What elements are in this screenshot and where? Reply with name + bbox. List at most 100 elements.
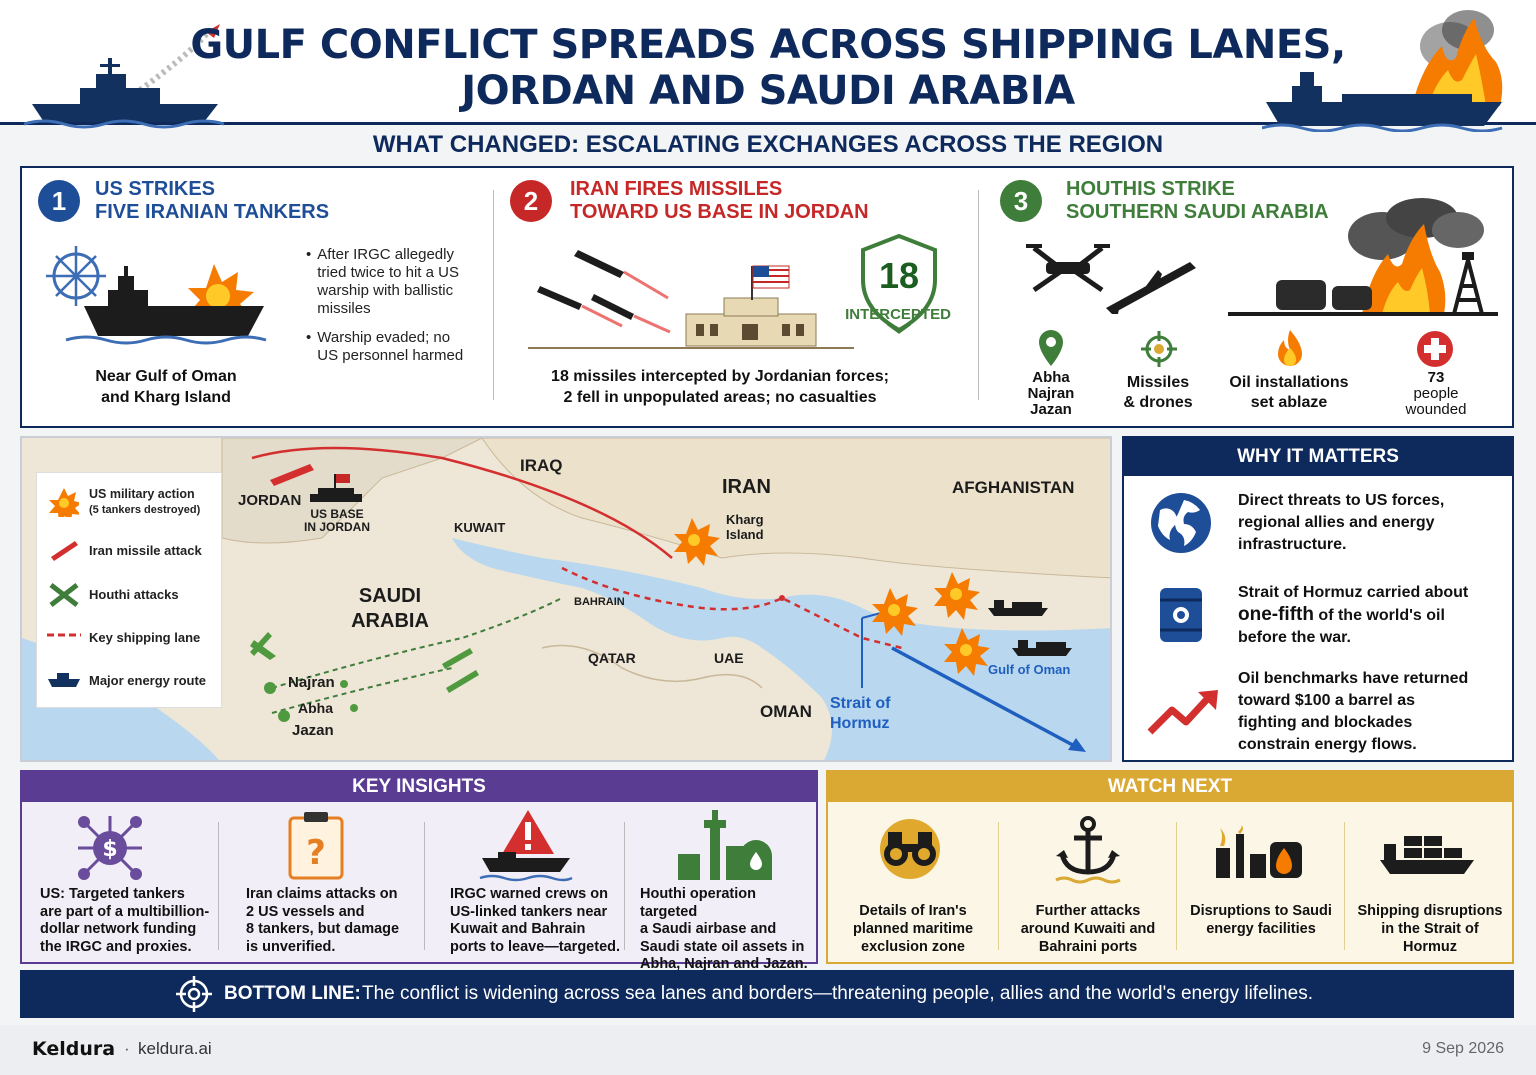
why-item-text: Oil benchmarks have returned toward $100… xyxy=(1238,668,1468,756)
legend-label: Major energy route xyxy=(89,673,207,688)
drone-missile-icon xyxy=(1026,244,1196,314)
globe-icon xyxy=(1151,493,1211,553)
question-clipboard-icon: ? xyxy=(288,812,344,880)
footer-date: 9 Sep 2026 xyxy=(1422,1040,1504,1057)
bullet-list: • After IRGC allegedly tried twice to hit… xyxy=(306,246,466,365)
insight-text: US: Targeted tankers are part of a multi… xyxy=(40,886,209,956)
label-uae: UAE xyxy=(714,650,744,666)
watch-line: Details of Iran's xyxy=(859,903,967,919)
stat-wounded: 73 people wounded xyxy=(1394,370,1478,418)
insights-header: KEY INSIGHTS xyxy=(22,772,816,802)
section-title-line: HOUTHIS STRIKE xyxy=(1066,178,1235,200)
why-line: Strait of Hormuz carried about xyxy=(1238,584,1469,601)
insight-line: are part of a multibillion- xyxy=(40,903,210,920)
footer: Keldura · keldura.ai 9 Sep 2026 xyxy=(0,1025,1536,1075)
insight-line: dollar network funding xyxy=(40,921,197,937)
oil-facility-icon xyxy=(678,810,772,880)
why-line: fighting and blockades xyxy=(1238,714,1413,731)
section-number: 3 xyxy=(1000,180,1042,222)
stat-line: people xyxy=(1413,385,1459,402)
burning-tanker-icon xyxy=(1262,10,1503,132)
ship-icon xyxy=(48,673,80,687)
insight-divider xyxy=(424,822,425,950)
bullet-text: After IRGC allegedly tried twice to hit … xyxy=(317,246,459,317)
bullet-dot: • xyxy=(306,329,312,346)
insight-line: ports to leave—targeted. xyxy=(450,938,621,955)
insight-line: US: Targeted tankers xyxy=(40,886,185,902)
why-line: one-fifth of the world's oil xyxy=(1238,604,1468,627)
legend-label: US military action xyxy=(89,487,195,501)
section-divider xyxy=(978,190,979,400)
watch-line: Bahraini ports xyxy=(1038,939,1138,955)
watch-next-panel: WATCH NEXT Details of Iran's planned mar… xyxy=(826,770,1514,964)
label-afghanistan: AFGHANISTAN xyxy=(952,478,1075,497)
bottom-line-label: BOTTOM LINE: xyxy=(224,983,361,1004)
section-title: US STRIKES FIVE IRANIAN TANKERS xyxy=(95,178,329,224)
stat-line: Missiles xyxy=(1126,374,1190,391)
section-title-line: SOUTHERN SAUDI ARABIA xyxy=(1066,201,1329,223)
footer-site-link[interactable]: keldura.ai xyxy=(138,1039,212,1058)
stat-line: set ablaze xyxy=(1250,394,1328,411)
flame-icon xyxy=(1278,330,1302,366)
title-line-2: JORDAN AND SAUDI ARABIA xyxy=(461,68,1075,114)
shield-icon xyxy=(861,233,937,334)
stat-line: Abha xyxy=(1032,369,1070,386)
bullet-text: Warship evaded; no US personnel harmed xyxy=(317,329,464,364)
why-emphasis: one-fifth xyxy=(1238,604,1314,625)
stat-oil-fires: Oil installations set ablaze xyxy=(1222,373,1356,413)
label-abha: Abha xyxy=(298,700,333,716)
bullet-item: •After IRGC allegedly tried twice to hit… xyxy=(306,246,466,318)
missiles-toward-base-icon xyxy=(528,250,854,349)
why-line-rest: of the world's oil xyxy=(1313,607,1445,624)
label-iran: IRAN xyxy=(722,476,771,498)
label-oman: OMAN xyxy=(760,702,812,721)
explosion-icon xyxy=(49,488,79,517)
insight-line: a Saudi airbase and xyxy=(640,921,777,937)
insight-line: is unverified. xyxy=(246,938,336,955)
label-line: Strait of xyxy=(830,695,891,712)
section-divider xyxy=(493,190,494,400)
watch-line: in the Strait of xyxy=(1381,921,1479,937)
label-line: Island xyxy=(726,527,764,542)
insight-line: Iran claims attacks on xyxy=(246,886,398,902)
svg-text:?: ? xyxy=(306,833,326,873)
section-title-line: FIVE IRANIAN TANKERS xyxy=(95,201,330,223)
binoculars-icon xyxy=(880,819,940,879)
bottom-line-text: The conflict is widening across sea lane… xyxy=(362,983,1314,1004)
legend-sublabel: (5 tankers destroyed) xyxy=(89,504,201,516)
watch-line: Disruptions to Saudi xyxy=(1190,903,1332,919)
section-title-line: IRAN FIRES MISSILES xyxy=(570,178,783,200)
refinery-fire-icon xyxy=(1216,824,1302,878)
section-caption: Near Gulf of Oman and Kharg Island xyxy=(46,366,286,408)
label-iraq: IRAQ xyxy=(520,456,563,475)
insight-divider xyxy=(218,822,219,950)
insight-line: IRGC warned crews on xyxy=(450,886,608,902)
label-qatar: QATAR xyxy=(588,650,636,666)
oil-facility-fire-icon xyxy=(1228,198,1498,316)
page-title: GULF CONFLICT SPREADS ACROSS SHIPPING LA… xyxy=(0,22,1536,114)
title-line-1: GULF CONFLICT SPREADS ACROSS SHIPPING LA… xyxy=(190,22,1346,68)
svg-text:$: $ xyxy=(102,837,117,862)
label-line: ARABIA xyxy=(351,610,429,632)
label-saudi-arabia: SAUDI ARABIA xyxy=(340,584,440,634)
why-line: infrastructure. xyxy=(1238,536,1347,553)
label-najran: Najran xyxy=(288,674,335,691)
target-icon xyxy=(176,976,212,1012)
why-header: WHY IT MATTERS xyxy=(1124,438,1512,476)
drone-icon xyxy=(49,583,79,607)
stat-line: 73 xyxy=(1427,369,1445,386)
insight-line: US-linked tankers near xyxy=(450,903,608,920)
key-insights-panel: KEY INSIGHTS $ US: Targeted tankers are … xyxy=(20,770,818,972)
watch-text: Shipping disruptions in the Strait of Ho… xyxy=(1346,902,1514,956)
stat-line: & drones xyxy=(1123,394,1193,411)
watch-line: Further attacks xyxy=(1035,903,1141,919)
section-title: IRAN FIRES MISSILES TOWARD US BASE IN JO… xyxy=(570,178,869,224)
label-kuwait: KUWAIT xyxy=(454,520,506,535)
stat-line: Najran xyxy=(1027,385,1075,402)
legend-label: Key shipping lane xyxy=(89,630,201,645)
why-line: Oil benchmarks have returned xyxy=(1238,670,1469,687)
watch-text: Disruptions to Saudi energy facilities xyxy=(1178,902,1344,938)
watch-line: Shipping disruptions xyxy=(1357,903,1503,919)
money-network-icon: $ xyxy=(78,816,142,880)
dashed-line-icon xyxy=(47,633,81,637)
